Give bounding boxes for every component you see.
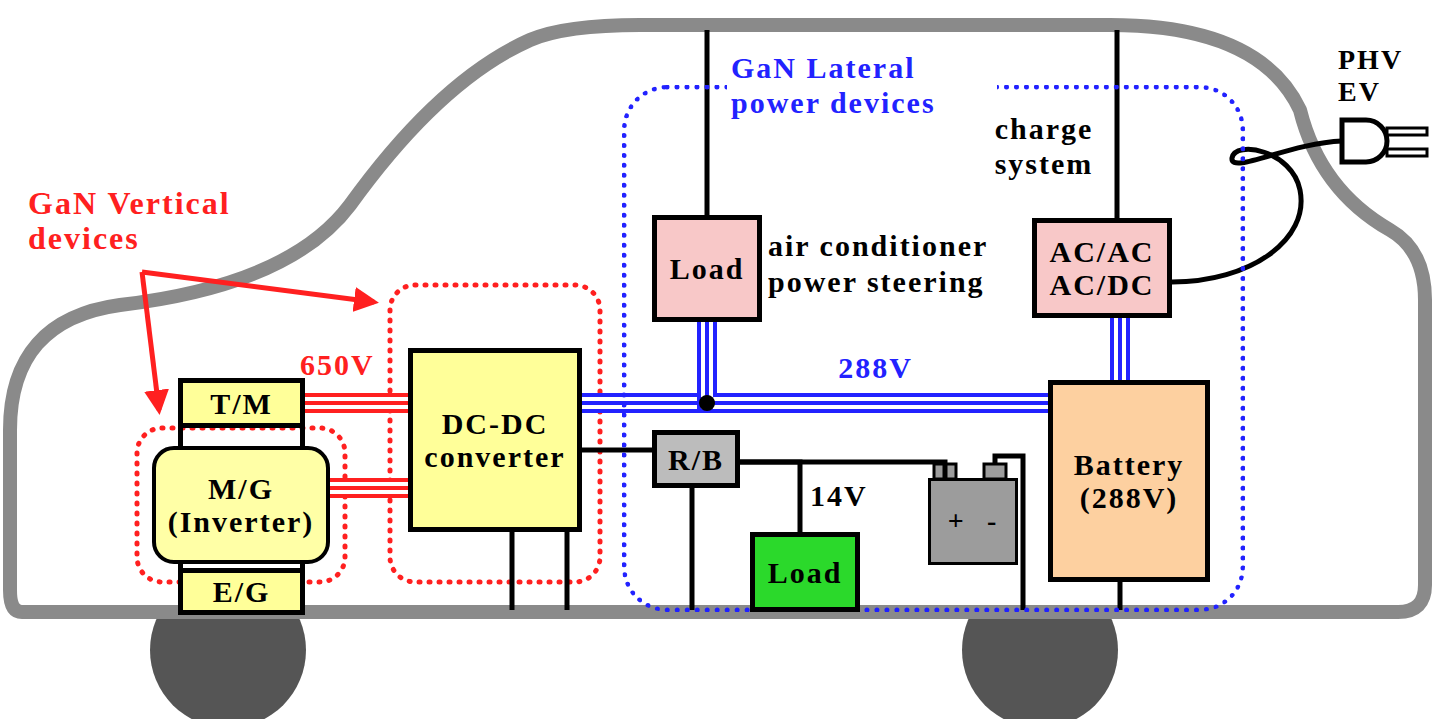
wire-line bbox=[305, 397, 408, 409]
vehicle-type: PHV EV bbox=[1338, 44, 1430, 108]
junction-dot bbox=[699, 395, 715, 411]
ground-wire bbox=[565, 530, 570, 610]
load-box: Load bbox=[652, 215, 762, 322]
terminal-sign: - bbox=[987, 506, 998, 537]
car-body bbox=[10, 25, 1425, 612]
wire-line bbox=[707, 322, 1048, 403]
transmission-box: T/M bbox=[178, 378, 305, 428]
charge-cord bbox=[1172, 141, 1342, 282]
wire bbox=[1115, 30, 1120, 219]
box-label: Load bbox=[768, 556, 843, 589]
box-label: E/G bbox=[213, 575, 271, 608]
voltage-label: 288V bbox=[838, 351, 913, 386]
voltage-label: 14V bbox=[810, 479, 868, 514]
voltage-label: 650V bbox=[300, 348, 375, 383]
box-label: Battery (288V) bbox=[1059, 448, 1199, 514]
load-box: Load bbox=[750, 532, 860, 612]
wire-line bbox=[707, 322, 1048, 403]
ground-wire bbox=[690, 486, 695, 610]
lateral-device-region: GaN Lateral power devicesLoadAC/AC AC/DC… bbox=[622, 85, 1245, 612]
wire-line bbox=[305, 393, 408, 413]
ground-wire bbox=[1118, 580, 1123, 610]
connector bbox=[330, 488, 408, 489]
connector bbox=[582, 450, 652, 451]
wire-line bbox=[330, 486, 408, 490]
wire-line bbox=[707, 322, 1048, 403]
pointer-arrow bbox=[142, 272, 159, 410]
wire-line bbox=[740, 462, 800, 532]
box-label: R/B bbox=[668, 443, 724, 476]
battery-terminal bbox=[984, 464, 1006, 479]
region-heading: GaN Lateral power devices bbox=[727, 51, 997, 120]
aux-battery: +- bbox=[928, 478, 1018, 565]
converter-box: DC-DC converter bbox=[408, 348, 582, 532]
connector bbox=[1120, 318, 1121, 380]
vertical-device-region bbox=[137, 428, 345, 582]
box-label: DC-DC converter bbox=[419, 407, 571, 473]
wire-line bbox=[1110, 318, 1130, 380]
pointer-arrow bbox=[142, 272, 374, 302]
charger-box: AC/AC AC/DC bbox=[1032, 218, 1172, 318]
wire-line bbox=[582, 448, 652, 453]
box-label: T/M bbox=[210, 387, 273, 420]
plug-prong bbox=[1387, 128, 1427, 135]
system-note: charge system bbox=[978, 112, 1110, 181]
relay-box: R/B bbox=[652, 430, 740, 488]
battery-box: Battery (288V) bbox=[1048, 380, 1210, 582]
wire-line bbox=[1114, 318, 1126, 380]
connector bbox=[740, 462, 800, 532]
wire bbox=[705, 30, 710, 216]
connector bbox=[305, 403, 408, 404]
engine-box: E/G bbox=[178, 568, 305, 615]
wire-line bbox=[330, 478, 408, 498]
ground-wire bbox=[510, 530, 515, 610]
box-label: AC/AC AC/DC bbox=[1043, 235, 1161, 301]
wire-line bbox=[330, 482, 408, 494]
inverter-box: M/G (Inverter) bbox=[152, 446, 330, 564]
box-label: Load bbox=[670, 252, 745, 285]
connector bbox=[707, 322, 1048, 403]
box-label: M/G (Inverter) bbox=[162, 472, 320, 538]
device-callout: GaN Vertical devices bbox=[28, 186, 290, 256]
terminal-sign: + bbox=[948, 506, 966, 537]
wire-line bbox=[1118, 318, 1122, 380]
load-note: air conditioner power steering bbox=[768, 228, 1018, 300]
wire-line bbox=[305, 401, 408, 405]
plug-prong bbox=[1387, 149, 1427, 156]
plug bbox=[1342, 120, 1387, 162]
